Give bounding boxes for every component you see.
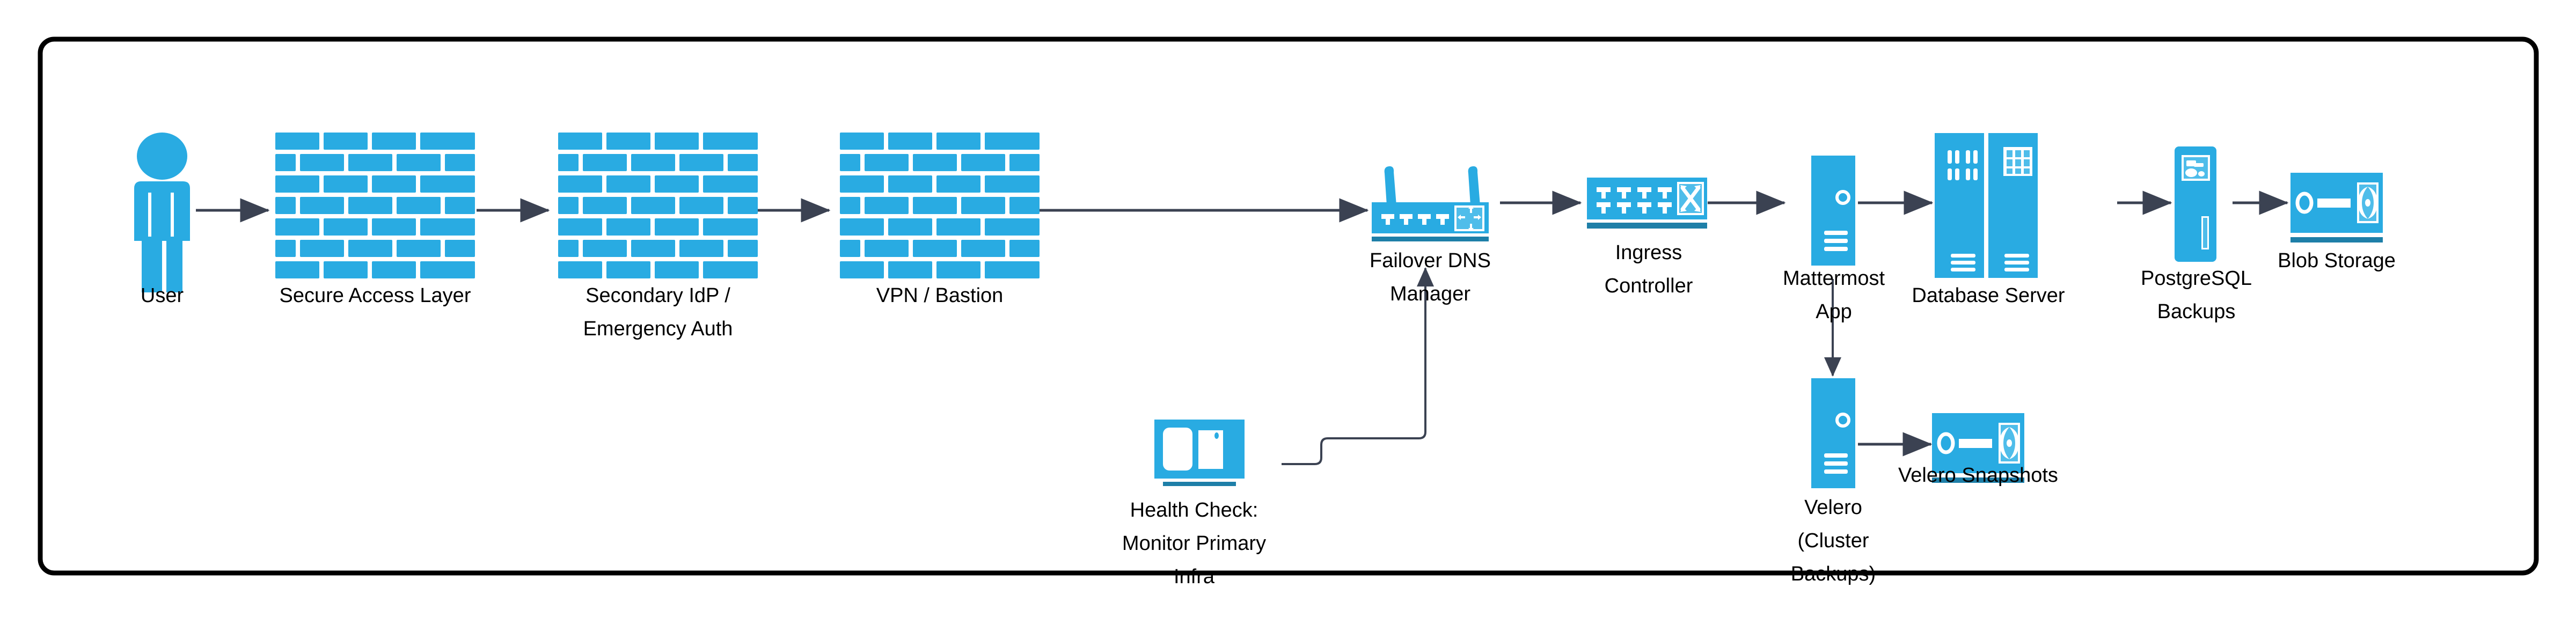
firewall-brick-icon [840,133,1040,278]
blob-storage-icon [1932,413,2024,483]
firewall-brick-icon [558,133,758,278]
firewall-brick-icon [275,133,475,278]
monitor-dual-pane-icon [1154,420,1245,486]
architecture-boundary [38,36,2539,576]
router-wireless-icon [1372,166,1489,241]
server-tower-icon [1811,378,1855,488]
network-switch-icon [1587,178,1707,229]
edge-health-check-to-failover-dns [1282,267,1434,465]
server-tower-icon [1811,156,1855,266]
blob-storage-icon [2290,173,2383,243]
backup-appliance-icon [2175,146,2216,262]
database-rack-icon [1935,133,2038,278]
user-person-icon [134,133,190,292]
